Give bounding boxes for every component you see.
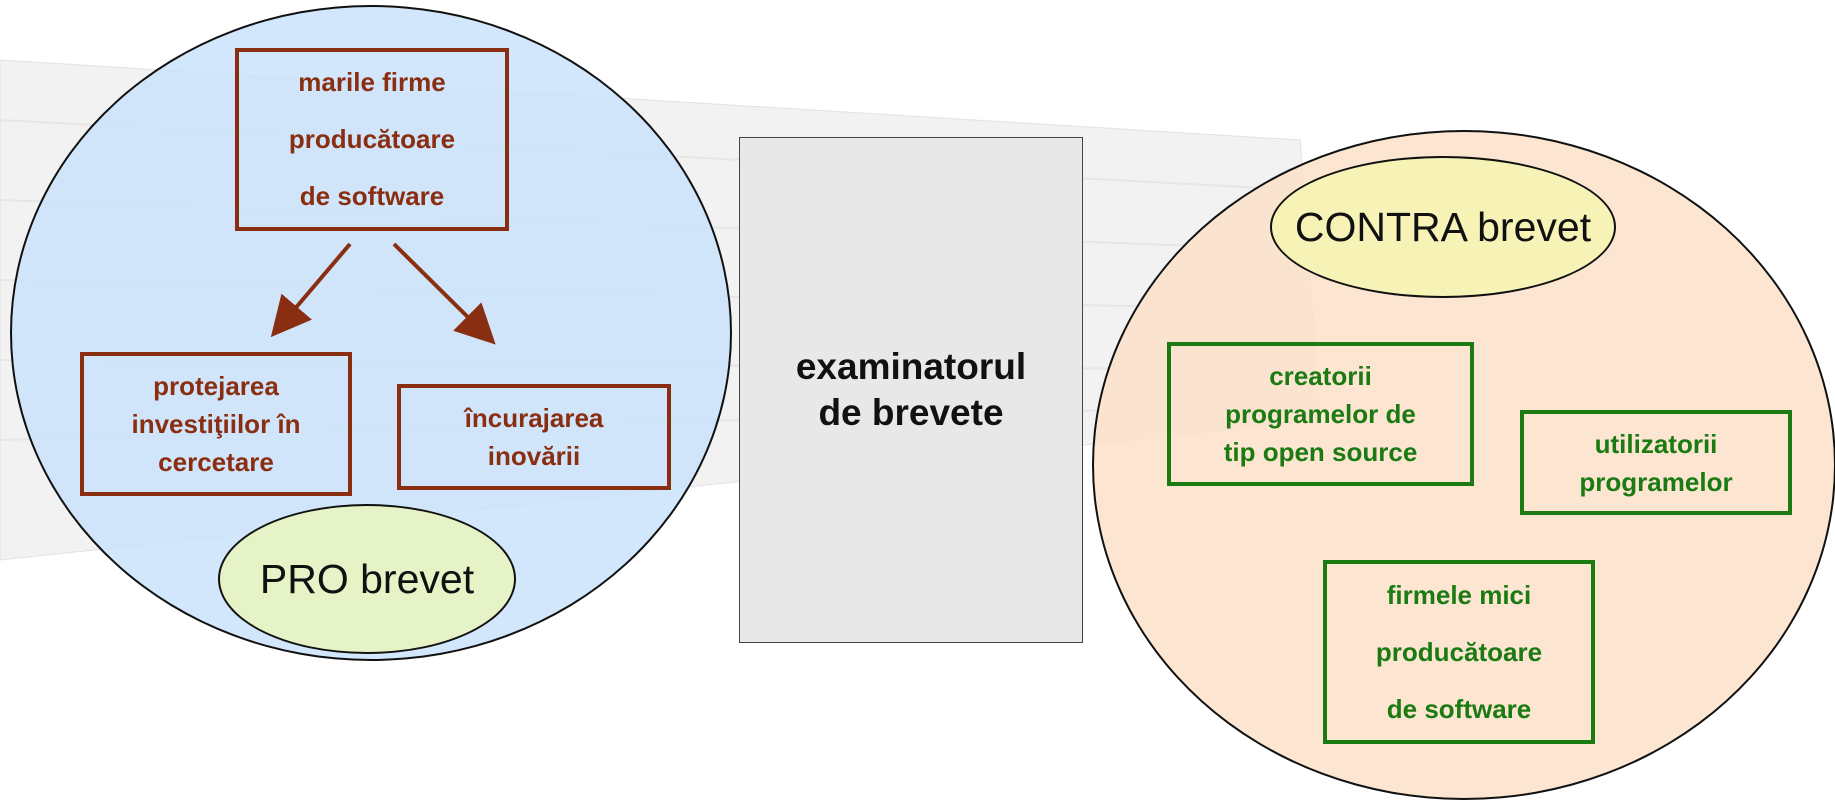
creators-line-1: creatorii <box>1269 361 1372 391</box>
pro-label-text: PRO brevet <box>259 555 475 602</box>
users-line-1: utilizatorii <box>1594 428 1718 459</box>
examiner-line-2: de brevete <box>818 392 1004 433</box>
large-software-firms-box: marile firme producătoare de software <box>235 48 509 231</box>
protection-line-1: protejarea <box>153 371 279 401</box>
examiner-line-1: examinatorul <box>795 346 1027 387</box>
protection-line-2: investiţiilor în <box>131 409 301 439</box>
innovation-line-2: inovării <box>487 441 581 471</box>
small-firms-line-1: firmele mici <box>1386 579 1532 610</box>
pro-label: PRO brevet <box>218 504 516 654</box>
users-line-2: programelor <box>1579 466 1733 497</box>
innovation-encouragement-box: încurajarea inovării <box>397 384 671 490</box>
protection-line-3: cercetare <box>158 447 274 477</box>
contra-label-text: CONTRA brevet <box>1294 203 1592 250</box>
small-software-firms-box: firmele mici producătoare de software <box>1323 560 1595 744</box>
small-firms-line-2: producătoare <box>1375 636 1543 667</box>
small-firms-line-3: de software <box>1386 693 1532 724</box>
patent-examiner-box: examinatorul de brevete <box>739 137 1083 643</box>
large-firms-line-1: marile firme <box>298 67 446 97</box>
creators-line-3: tip open source <box>1223 437 1418 467</box>
large-firms-line-3: de software <box>299 181 445 211</box>
contra-label: CONTRA brevet <box>1270 156 1616 298</box>
research-protection-box: protejarea investiţiilor în cercetare <box>80 352 352 496</box>
large-firms-line-2: producătoare <box>288 124 456 154</box>
program-users-box: utilizatorii programelor <box>1520 410 1792 515</box>
creators-line-2: programelor de <box>1225 399 1416 429</box>
innovation-line-1: încurajarea <box>464 403 604 433</box>
open-source-creators-box: creatorii programelor de tip open source <box>1167 342 1474 486</box>
